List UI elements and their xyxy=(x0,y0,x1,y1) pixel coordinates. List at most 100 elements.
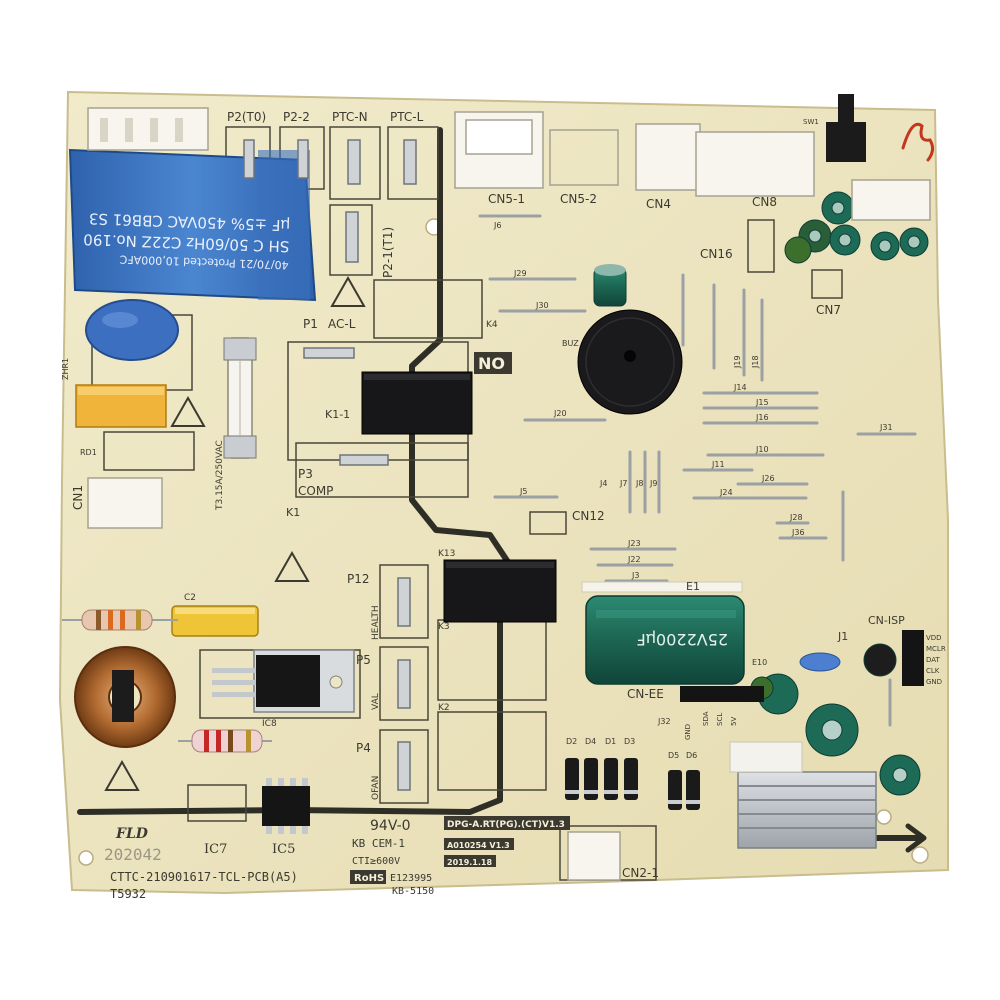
brand-mark: FLD xyxy=(115,826,149,842)
jumper-label: J15 xyxy=(755,398,769,407)
spade-terminals xyxy=(243,139,417,791)
rohs-mark: RoHS xyxy=(354,873,384,884)
diode-label: D4 xyxy=(585,737,596,746)
label-p12: P12 xyxy=(347,572,370,586)
ceramic-capacitor-blue xyxy=(799,652,841,672)
copper-traces xyxy=(77,127,927,853)
ee-pin-labels: GND SDA SCL 5V xyxy=(684,711,738,740)
connectors-top xyxy=(87,111,931,881)
label-cn12: CN12 xyxy=(572,509,605,523)
diode-row xyxy=(565,758,700,810)
diode-label: D1 xyxy=(605,737,616,746)
label-cn8: CN8 xyxy=(752,195,777,209)
jumper-label: J20 xyxy=(553,409,567,418)
isp-pin-label: GND xyxy=(926,678,942,686)
component-labels: K1-1 K1 K13 K3 K2 K4 BUZ ZHR1 RD1 C2 IC7… xyxy=(61,118,848,857)
jumper-label: J24 xyxy=(719,488,733,497)
label-p2-2: P2-2 xyxy=(283,110,310,124)
label-cn5-1: CN5-1 xyxy=(488,192,525,206)
relays xyxy=(361,371,557,623)
board-id: DPG-A.RT(PG).(CT)V1.3 xyxy=(447,820,565,830)
label-ic5: IC5 xyxy=(272,842,295,857)
label-fuse-rating: T3.15A/250VAC xyxy=(215,440,225,511)
build-date: 2019.1.18 xyxy=(447,858,492,867)
label-ic7: IC7 xyxy=(204,842,227,857)
varistor-disc xyxy=(85,299,179,361)
jumper-label: J22 xyxy=(627,555,641,564)
label-p2-1-t1: P2-1(T1) xyxy=(381,227,395,278)
mounting-holes xyxy=(78,218,929,866)
label-k3: K3 xyxy=(438,622,450,632)
jumper-label: J14 xyxy=(733,383,747,392)
label-p2-t0: P2(T0) xyxy=(227,110,266,124)
label-k2: K2 xyxy=(438,703,450,713)
label-j1: J1 xyxy=(837,630,848,643)
jumper-label: J3 xyxy=(631,571,639,580)
label-zhr1: ZHR1 xyxy=(61,358,70,380)
label-comp: COMP xyxy=(298,484,333,498)
pin-headers xyxy=(680,630,924,702)
electrolytic-cluster-bottom-right xyxy=(750,643,921,796)
ee-pin-label: GND xyxy=(684,724,692,740)
kb-material: KB CEM-1 xyxy=(352,837,405,850)
label-c2: C2 xyxy=(184,593,196,603)
resistors xyxy=(62,609,272,753)
isp-pin-label: VDD xyxy=(926,634,942,642)
ee-pin-label: 5V xyxy=(730,717,738,726)
capacitor-text-line3: 40/70/21 Protected 10,000AFC xyxy=(119,253,289,272)
connector-labels: P2(T0) P2-2 PTC-N PTC-L CN5-1 CN5-2 CN4 … xyxy=(71,110,905,880)
label-e10: E10 xyxy=(752,658,767,667)
label-sw1: SW1 xyxy=(803,118,819,126)
label-k4: K4 xyxy=(486,320,498,330)
jumper-label: J11 xyxy=(711,460,725,469)
label-ac-l: AC-L xyxy=(328,317,356,331)
label-k1-1: K1-1 xyxy=(325,408,350,421)
ic5-chip xyxy=(262,778,310,834)
label-ptc-n: PTC-N xyxy=(332,110,368,124)
jumper-label: J29 xyxy=(513,269,527,278)
ee-pin-label: SDA xyxy=(702,711,710,726)
no-label-box: NO xyxy=(474,352,512,374)
isp-pin-label: CLK xyxy=(926,667,940,675)
label-rd1: RD1 xyxy=(80,448,97,457)
yellow-capacitor-zhr1 xyxy=(75,384,167,428)
diode-label: D5 xyxy=(668,751,679,760)
diode-labels: D2 D4 D1 D3 D5 D6 xyxy=(566,737,697,760)
label-p4: P4 xyxy=(356,741,371,755)
kb-number: KB-5150 xyxy=(392,886,434,897)
label-e1: E1 xyxy=(686,580,700,593)
red-marker-scribble xyxy=(901,122,935,162)
label-cn7: CN7 xyxy=(816,303,841,317)
small-electrolytic-top xyxy=(593,264,627,307)
board-revision: A010254 V1.3 xyxy=(447,841,510,850)
jumper-label: J19 xyxy=(733,355,742,369)
label-no: NO xyxy=(478,354,505,373)
jumper-label: J31 xyxy=(879,423,893,432)
tact-switch-sw1 xyxy=(826,94,866,162)
label-ptc-l: PTC-L xyxy=(390,110,424,124)
electrolytic-capacitor-e1: 25V2200μF xyxy=(581,581,745,685)
label-cn2-1: CN2-1 xyxy=(622,866,659,880)
jumper-label: J36 xyxy=(791,528,805,537)
diode-label: D3 xyxy=(624,737,635,746)
jumper-label: J5 xyxy=(519,487,527,496)
part-number: CTTC-210901617-TCL-PCB(A5) xyxy=(110,870,298,884)
label-cn-isp: CN-ISP xyxy=(868,614,905,627)
ee-pin-label: SCL xyxy=(716,713,724,726)
jumper-label: J16 xyxy=(755,413,769,422)
jumper-label: J9 xyxy=(649,479,657,488)
label-cn4: CN4 xyxy=(646,197,671,211)
heatsink xyxy=(729,741,877,849)
toroidal-inductor xyxy=(74,646,176,748)
jumper-label: J32 xyxy=(657,717,671,726)
label-p3: P3 xyxy=(298,467,313,481)
label-k13: K13 xyxy=(438,549,455,559)
yellow-capacitor-c2 xyxy=(171,605,259,637)
jumper-label: J30 xyxy=(535,301,549,310)
diode-label: D2 xyxy=(566,737,577,746)
jumper-label: J6 xyxy=(493,221,501,230)
label-val: VAL xyxy=(371,693,381,710)
jumper-label: J4 xyxy=(599,479,607,488)
jumper-label: J18 xyxy=(751,355,760,369)
